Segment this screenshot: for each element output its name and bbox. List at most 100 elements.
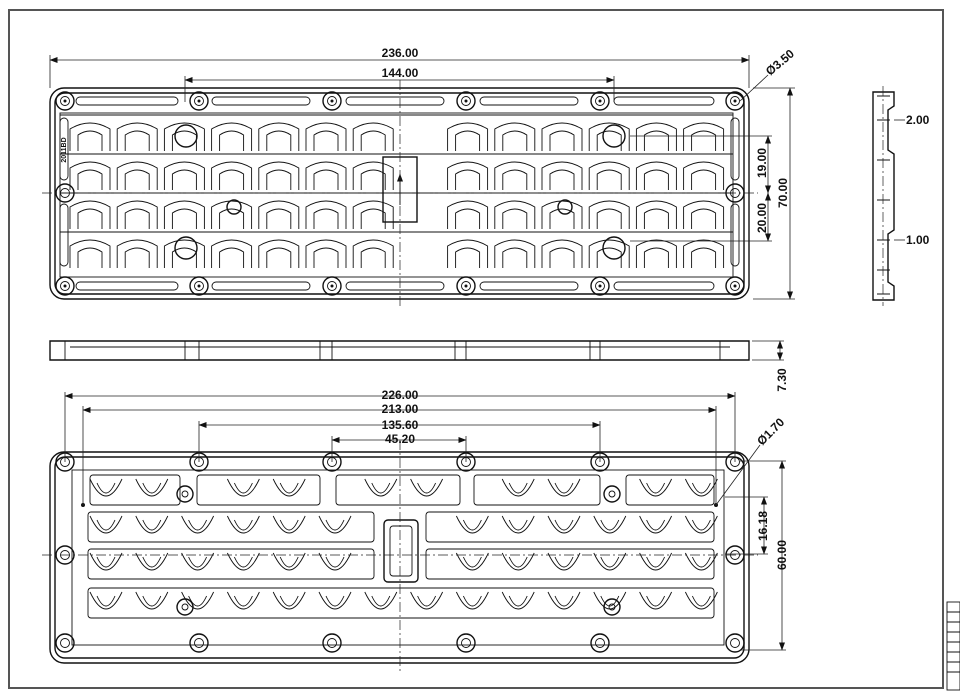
front-view-outline: [49, 340, 750, 361]
lens-cup: [318, 552, 352, 571]
lens-cell: [635, 122, 677, 151]
lens-cup-inner: [646, 482, 666, 494]
lens-cup: [501, 591, 535, 610]
dim-hole-pitch-inner: 45.20: [385, 432, 415, 446]
mounting-hole: [590, 276, 610, 296]
lens-cup: [181, 591, 215, 610]
bottom-center-window: [383, 519, 419, 583]
mounting-hole-center: [63, 284, 67, 288]
lens-cup-inner: [371, 482, 391, 494]
locating-boss: [176, 598, 194, 616]
dim-upper-thickness: 2.00: [906, 113, 930, 127]
lens-cell: [635, 161, 677, 190]
lens-cell-inner: [124, 208, 150, 229]
lens-cup-inner: [233, 482, 253, 494]
lens-cell: [541, 200, 583, 229]
lens-cup-inner: [554, 595, 574, 607]
lens-cell: [447, 122, 489, 151]
top-view-slots: [75, 96, 715, 291]
lens-cell-inner: [549, 169, 575, 190]
dim-lower-thickness: 1.00: [906, 233, 930, 247]
lens-cup: [364, 591, 398, 610]
lens-cell-inner: [596, 208, 622, 229]
lens-cell-inner: [77, 247, 103, 268]
lens-cell: [541, 122, 583, 151]
locating-boss: [176, 485, 194, 503]
lens-cell-inner: [360, 130, 386, 151]
lens-cell: [588, 122, 630, 151]
lens-cup-inner: [646, 519, 666, 531]
lens-cup-inner: [554, 556, 574, 568]
lens-cell: [305, 200, 347, 229]
lens-cell: [305, 239, 347, 268]
mounting-hole-center: [733, 99, 737, 103]
lens-cell-inner: [596, 130, 622, 151]
dim-hole-span-outer: 226.00: [382, 388, 419, 402]
lens-cell: [116, 200, 158, 229]
lens-cup: [684, 515, 718, 534]
lens-cup: [226, 552, 260, 571]
mounting-hole-inner: [327, 638, 337, 648]
lens-cup: [135, 515, 169, 534]
lens-cell: [352, 239, 394, 268]
lens-cell-inner: [124, 169, 150, 190]
lens-cell-inner: [219, 169, 245, 190]
lens-cup-inner: [325, 595, 345, 607]
lens-cell: [352, 200, 394, 229]
mounting-hole-inner: [730, 638, 740, 648]
lens-cup: [318, 515, 352, 534]
lens-bar: [335, 474, 461, 506]
lens-cell: [258, 239, 300, 268]
lens-cell-inner: [549, 130, 575, 151]
lens-cup: [639, 552, 673, 571]
lens-cell-inner: [313, 169, 339, 190]
lens-cell: [447, 200, 489, 229]
mounting-hole-inner: [194, 638, 204, 648]
lens-cup-inner: [417, 595, 437, 607]
lens-cup-inner: [646, 556, 666, 568]
lens-cup-inner: [279, 519, 299, 531]
dim-front-height: 7.30: [775, 368, 789, 392]
mounting-hole-inner: [60, 638, 70, 648]
edge-slot: [211, 96, 311, 106]
lens-cup-inner: [646, 595, 666, 607]
lens-cup: [684, 478, 718, 497]
lens-cell: [683, 200, 725, 229]
lens-cell: [163, 239, 205, 268]
lens-cell-inner: [455, 247, 481, 268]
lens-cell: [635, 200, 677, 229]
lens-cell-inner: [266, 208, 292, 229]
left-slot-upper: [59, 117, 69, 181]
dim-overall-width: 236.00: [382, 46, 419, 60]
lens-cup: [547, 591, 581, 610]
locating-boss: [603, 598, 621, 616]
edge-slot: [479, 96, 579, 106]
mounting-hole-center: [464, 99, 468, 103]
front-view: 7.30: [49, 340, 789, 392]
lens-array-area: [59, 112, 734, 278]
locating-boss-inner: [608, 603, 616, 611]
lens-cell: [211, 200, 253, 229]
lens-cell: [305, 122, 347, 151]
edge-slot: [613, 96, 715, 106]
mounting-hole: [55, 633, 75, 653]
lens-cup-inner: [142, 595, 162, 607]
lens-cell: [163, 161, 205, 190]
mounting-hole: [456, 633, 476, 653]
lens-cup: [639, 515, 673, 534]
lens-cup-inner: [279, 595, 299, 607]
lens-cup: [501, 515, 535, 534]
lens-cup-inner: [691, 519, 711, 531]
lens-cell: [69, 161, 111, 190]
lens-cup: [226, 478, 260, 497]
dim-row-offset: 20.00: [755, 203, 769, 233]
lens-cup-inner: [96, 482, 116, 494]
dim-hole-diameter: Ø3.50: [763, 46, 797, 78]
lens-cell-inner: [691, 208, 717, 229]
right-slot-upper: [730, 117, 740, 181]
lens-cup-inner: [96, 556, 116, 568]
lens-cell-inner: [219, 130, 245, 151]
mounting-hole-inner: [595, 281, 605, 291]
